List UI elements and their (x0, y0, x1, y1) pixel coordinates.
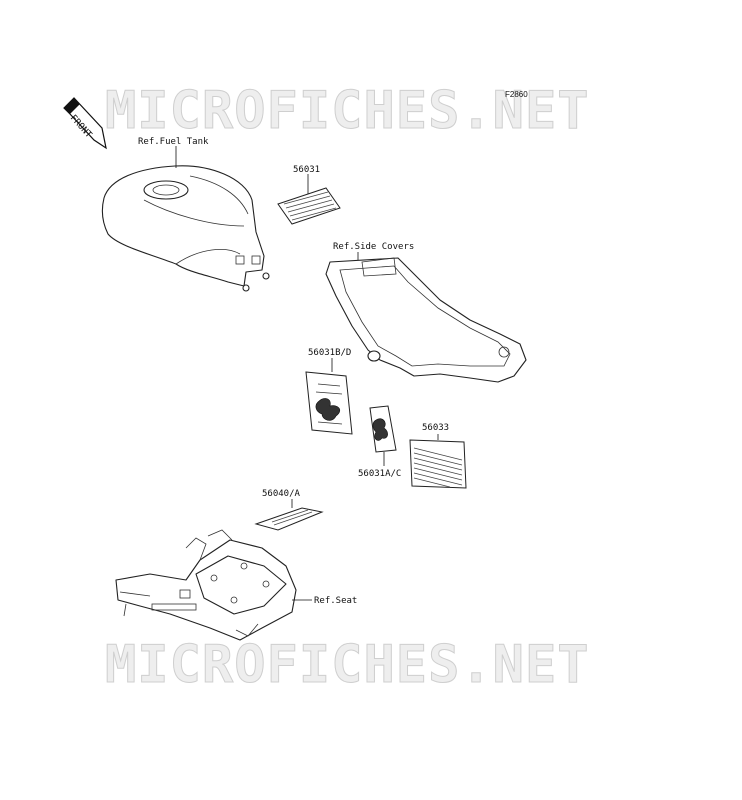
p56031bd-label: 56031B/D (308, 348, 351, 358)
watermark-top: MICROFICHES.NET (105, 81, 590, 141)
seat-frame-drawing (115, 529, 297, 641)
diagram-code: F2860 (505, 90, 528, 99)
fuel-tank-drawing (101, 165, 270, 292)
side-covers-label: Ref.Side Covers (333, 242, 414, 252)
front-arrow-icon: FRONT (63, 97, 107, 150)
p56033-label: 56033 (422, 423, 449, 433)
watermark-bottom: MICROFICHES.NET (105, 635, 590, 695)
sticker-56031 (277, 187, 341, 225)
sticker-56031ac (369, 405, 397, 453)
side-cover-drawing (325, 257, 527, 383)
p56040a-label: 56040/A (262, 489, 301, 499)
p56031-label: 56031 (293, 165, 320, 175)
sticker-56040a (254, 507, 324, 531)
sticker-56031bd (305, 371, 353, 435)
sticker-56033 (409, 439, 467, 489)
seat-label: Ref.Seat (314, 596, 357, 606)
fuel-tank-label: Ref.Fuel Tank (138, 137, 209, 147)
p56031ac-label: 56031A/C (358, 469, 401, 479)
